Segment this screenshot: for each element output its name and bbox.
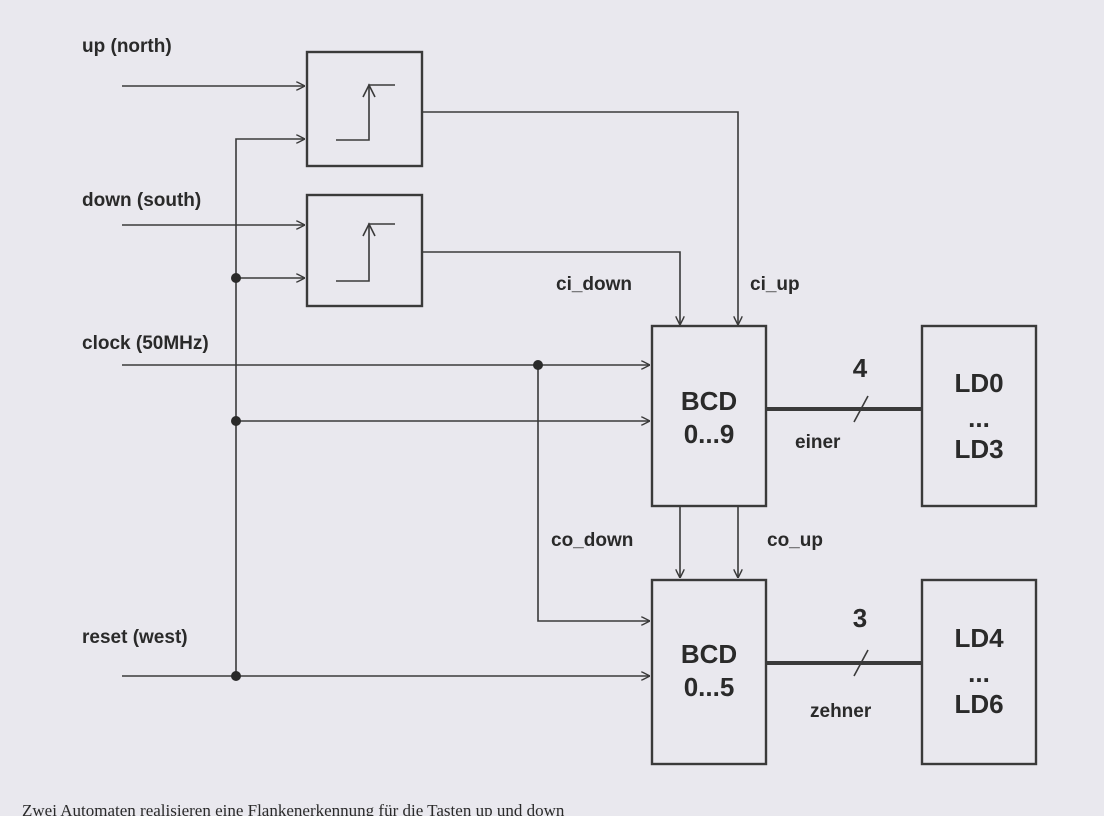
edge-detector-down bbox=[305, 193, 424, 308]
zehner-label: zehner bbox=[810, 701, 872, 722]
junction-dot bbox=[533, 360, 543, 370]
junction-dot bbox=[231, 671, 241, 681]
bus-slash bbox=[853, 649, 869, 677]
rising-edge-arrow-icon bbox=[362, 83, 376, 98]
led-block-ones bbox=[920, 324, 1038, 508]
bcd-counter-tens bbox=[650, 578, 768, 766]
rising-edge-icon bbox=[336, 84, 395, 141]
input-label-reset: reset (west) bbox=[82, 627, 188, 648]
led-block-tens-mid: ... bbox=[968, 658, 990, 688]
junction-dot bbox=[231, 416, 241, 426]
junction-dot bbox=[231, 273, 241, 283]
ci-down-label: ci_down bbox=[556, 274, 632, 295]
rising-edge-icon bbox=[336, 223, 395, 282]
einer-bus-width: 4 bbox=[853, 353, 868, 383]
bcd-counter-ones bbox=[650, 324, 768, 508]
ci-down-wire bbox=[422, 251, 680, 325]
input-label-up: up (north) bbox=[82, 36, 172, 57]
led-block-tens-top: LD4 bbox=[954, 623, 1004, 653]
input-label-clock: clock (50MHz) bbox=[82, 333, 209, 354]
einer-label: einer bbox=[795, 432, 841, 453]
co-down-label: co_down bbox=[551, 530, 633, 551]
ci-up-label: ci_up bbox=[750, 274, 800, 295]
reset-bus-to-edge1 bbox=[235, 139, 305, 676]
bcd-counter-tens-range: 0...5 bbox=[684, 672, 735, 702]
edge-detector-up bbox=[305, 50, 424, 168]
zehner-bus-width: 3 bbox=[853, 603, 867, 633]
led-block-tens-bottom: LD6 bbox=[954, 689, 1003, 719]
co-up-label: co_up bbox=[767, 530, 823, 551]
ci-up-wire bbox=[422, 111, 738, 325]
bcd-counter-ones-title: BCD bbox=[681, 386, 737, 416]
bcd-counter-tens-title: BCD bbox=[681, 639, 737, 669]
input-label-down: down (south) bbox=[82, 190, 201, 211]
clock-branch-to-bcd2 bbox=[537, 365, 650, 621]
led-block-ones-top: LD0 bbox=[954, 368, 1003, 398]
figure-caption: Zwei Automaten realisieren eine Flankene… bbox=[22, 801, 565, 816]
rising-edge-arrow-icon bbox=[362, 222, 376, 237]
led-block-ones-bottom: LD3 bbox=[954, 434, 1003, 464]
bus-slash bbox=[853, 395, 869, 423]
led-block-ones-mid: ... bbox=[968, 403, 990, 433]
bcd-counter-ones-range: 0...9 bbox=[684, 419, 735, 449]
led-block-tens bbox=[920, 578, 1038, 766]
